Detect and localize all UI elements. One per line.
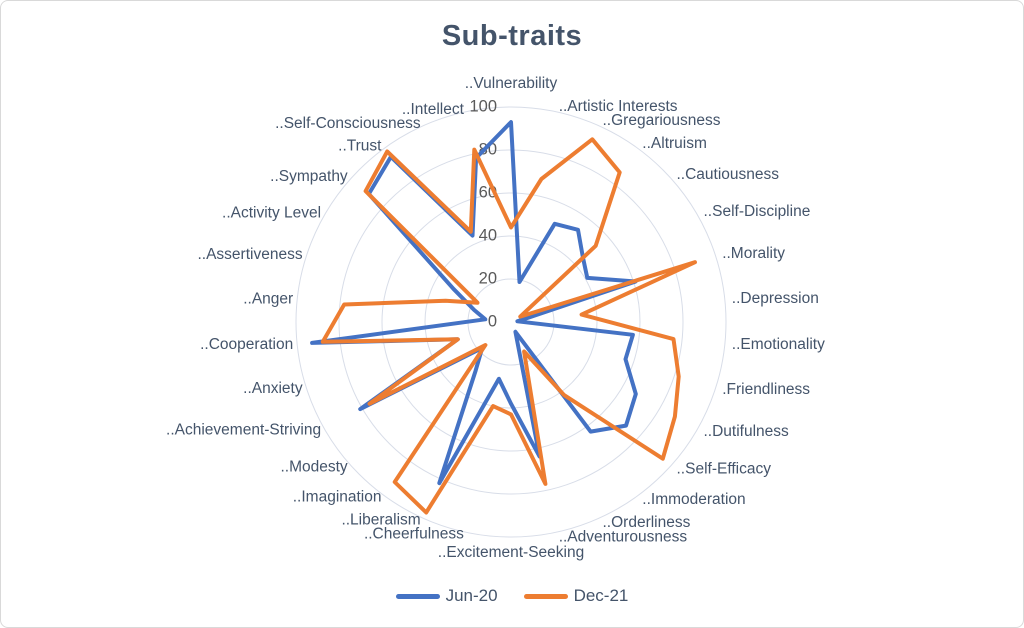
legend-label-dec-21: Dec-21 — [573, 586, 629, 605]
legend-label-jun-20: Jun-20 — [445, 586, 498, 605]
category-label-artistic-interests: ..Artistic Interests — [559, 98, 678, 115]
legend: Jun-20 Dec-21 — [0, 586, 1024, 606]
category-label-cheerfulness: ..Cheerfulness — [364, 525, 464, 542]
grid-ring — [424, 235, 598, 409]
category-label-sympathy: ..Sympathy — [270, 168, 348, 185]
category-label-achievement-striving: ..Achievement-Striving — [166, 422, 321, 439]
radial-tick-label: 20 — [479, 269, 497, 287]
legend-swatch-jun-20 — [395, 593, 440, 599]
category-label-emotionality: ..Emotionality — [732, 336, 825, 353]
category-label-morality: ..Morality — [722, 245, 785, 262]
category-label-self-discipline: ..Self-Discipline — [704, 203, 811, 220]
radial-tick-label: 80 — [479, 140, 497, 158]
radar-series-dec-21[interactable] — [320, 137, 697, 515]
legend-item-dec-21[interactable]: Dec-21 — [523, 586, 629, 606]
category-label-liberalism: ..Liberalism — [341, 511, 420, 528]
radar-series-jun-20[interactable] — [310, 120, 638, 486]
category-label-self-consciousness: ..Self-Consciousness — [275, 115, 421, 132]
category-label-gregariousness: ..Gregariousness — [603, 112, 721, 129]
grid-ring — [381, 192, 641, 452]
category-label-depression: ..Depression — [732, 290, 819, 307]
category-label-cooperation: ..Cooperation — [200, 336, 293, 353]
category-label-anxiety: ..Anxiety — [243, 380, 303, 397]
radial-tick-label: 100 — [469, 97, 497, 115]
radial-tick-label: 40 — [479, 226, 497, 244]
category-label-trust: ..Trust — [338, 137, 382, 154]
category-label-immoderation: ..Immoderation — [642, 491, 745, 508]
category-label-intellect: ..Intellect — [402, 101, 465, 118]
category-label-modesty: ..Modesty — [280, 458, 347, 475]
category-label-altruism: ..Altruism — [642, 135, 707, 152]
grid-ring — [338, 149, 684, 495]
radial-tick-label: 0 — [488, 312, 497, 330]
category-label-assertiveness: ..Assertiveness — [197, 246, 302, 263]
category-label-vulnerability: ..Vulnerability — [465, 75, 558, 92]
category-label-activity-level: ..Activity Level — [222, 205, 321, 222]
chart-title: Sub-traits — [441, 20, 583, 52]
grid-ring — [295, 106, 727, 538]
category-label-anger: ..Anger — [243, 290, 293, 307]
category-label-friendliness: .Friendliness — [722, 381, 810, 398]
category-label-self-efficacy: ..Self-Efficacy — [677, 460, 772, 477]
legend-item-jun-20[interactable]: Jun-20 — [395, 586, 498, 606]
category-label-orderliness: ..Orderliness — [603, 514, 691, 531]
legend-swatch-dec-21 — [523, 593, 568, 599]
category-label-dutifulness: ..Dutifulness — [704, 423, 790, 440]
category-label-imagination: ..Imagination — [293, 489, 382, 506]
category-label-adventurousness: ..Adventurousness — [559, 528, 688, 545]
category-label-excitement-seeking: ..Excitement-Seeking — [438, 544, 584, 561]
category-label-cautiousness: ..Cautiousness — [677, 166, 780, 183]
